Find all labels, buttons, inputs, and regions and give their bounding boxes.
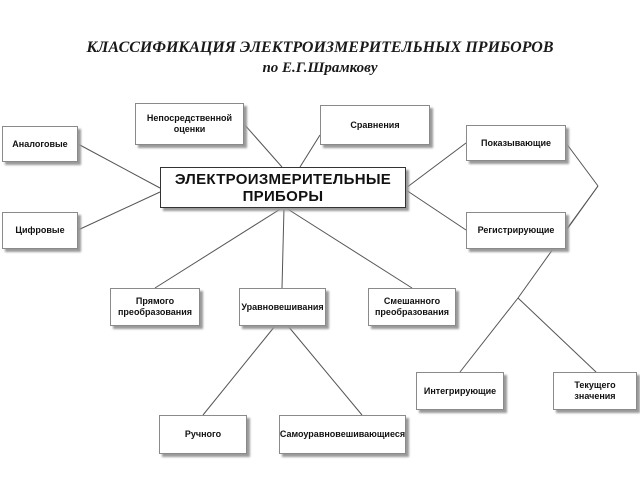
node-digital: Цифровые: [2, 212, 78, 249]
link-indicating-junction: [565, 142, 599, 187]
link-direct-conversion: [154, 207, 283, 289]
node-current-value: Текущего значения: [553, 372, 637, 410]
node-manual: Ручного: [159, 415, 247, 454]
link-comparison: [299, 134, 321, 168]
link-digital: [77, 191, 161, 231]
link-balancing: [281, 207, 285, 289]
node-balancing: Уравновешивания: [239, 288, 326, 326]
node-direct-estimate: Непосредственной оценки: [135, 103, 244, 145]
link-recording: [405, 189, 467, 231]
node-indicating: Показывающие: [466, 125, 566, 161]
diagram-title: КЛАССИФИКАЦИЯ ЭЛЕКТРОИЗМЕРИТЕЛЬНЫХ ПРИБО…: [86, 39, 554, 56]
node-mixed-conversion: Смешанного преобразования: [368, 288, 456, 326]
link-manual: [202, 325, 276, 416]
link-self-balancing: [287, 325, 363, 416]
node-electrical-instruments: ЭЛЕКТРОИЗМЕРИТЕЛЬНЫЕ ПРИБОРЫ: [160, 167, 406, 208]
node-analog: Аналоговые: [2, 126, 78, 162]
node-integrating: Интегрирующие: [416, 372, 504, 410]
diagram-subtitle: по Е.Г.Шрамкову: [262, 60, 378, 76]
link-mixed-conversion: [285, 207, 413, 289]
node-comparison: Сравнения: [320, 105, 430, 145]
link-current-value: [517, 297, 597, 373]
link-integrating: [459, 297, 519, 373]
node-self-balancing: Самоуравновешивающиеся: [279, 415, 406, 454]
node-direct-conversion: Прямого преобразования: [110, 288, 200, 326]
link-analog: [77, 143, 161, 189]
link-direct-estimate: [243, 123, 283, 168]
node-recording: Регистрирующие: [466, 212, 566, 249]
link-indicating: [405, 142, 467, 189]
